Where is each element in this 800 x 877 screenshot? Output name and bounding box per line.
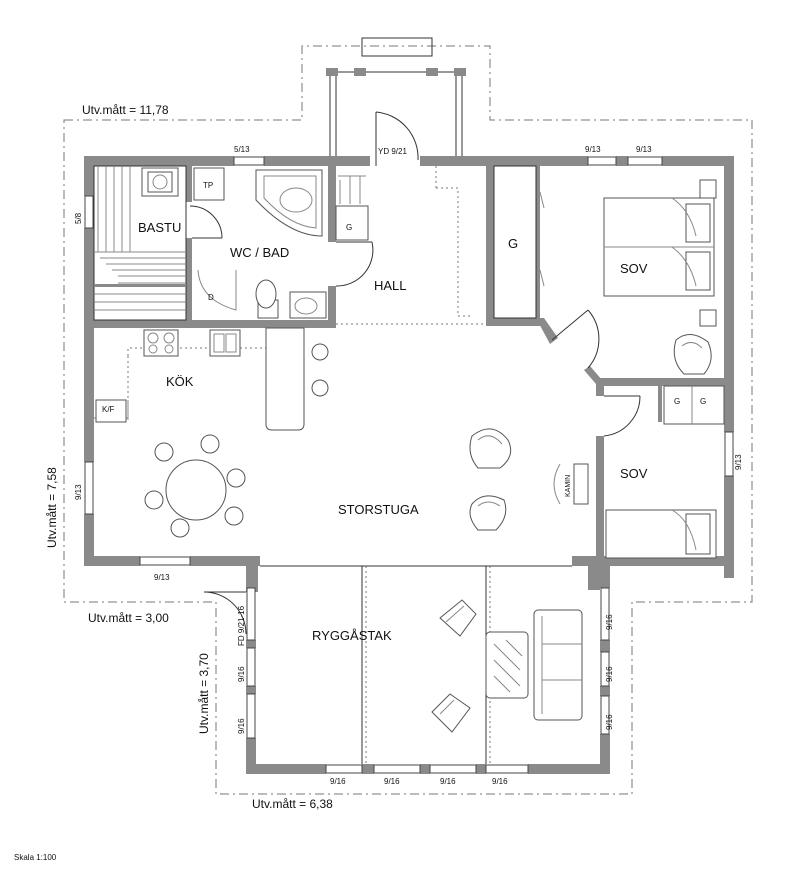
label-w-porch-r2: 9/16 [605, 666, 614, 682]
sauna-benches [93, 165, 187, 321]
dim-left-height: Utv.mått = 7,58 [45, 467, 59, 548]
room-label-hall: HALL [374, 278, 407, 293]
bedroom-2-furniture [605, 385, 725, 559]
roof-outline [63, 45, 753, 795]
room-label-sov-2: SOV [620, 466, 648, 481]
label-w-porch-l2: 9/16 [237, 718, 246, 734]
label-w-porch-b4: 9/16 [492, 777, 508, 786]
label-w-bastu-top: 5/13 [234, 145, 250, 154]
label-w-stuga-left: 9/13 [74, 484, 83, 500]
label-g-hall: G [508, 236, 518, 251]
room-label-storstuga: STORSTUGA [338, 502, 419, 517]
dim-porch-depth: Utv.mått = 3,70 [197, 653, 211, 734]
label-w-porch-l1: 9/16 [237, 666, 246, 682]
room-label-sov-1: SOV [620, 261, 648, 276]
bedroom-1-furniture [603, 179, 717, 375]
entry-canopy [329, 71, 463, 156]
windows [84, 156, 734, 774]
living-room-furniture [469, 428, 589, 531]
label-kf: K/F [102, 405, 115, 414]
dining-set [144, 434, 246, 538]
room-label-ryggastak: RYGGÅSTAK [312, 628, 392, 643]
label-w-bastu-left: 5/8 [74, 212, 83, 224]
label-w-porch-r1: 9/16 [605, 614, 614, 630]
label-w-sov1-a: 9/13 [585, 145, 601, 154]
entry-steps [361, 37, 433, 57]
label-kamin: KAMIN [565, 475, 572, 497]
label-d: D [208, 293, 214, 302]
label-w-porch-b2: 9/16 [384, 777, 400, 786]
label-w-porch-b1: 9/16 [330, 777, 346, 786]
bathroom-fixtures [193, 167, 369, 319]
scale-label: Skala 1:100 [14, 853, 57, 862]
label-g-sov-b: G [700, 397, 706, 406]
label-w-sov1-b: 9/13 [636, 145, 652, 154]
porch-furniture [431, 599, 583, 733]
room-label-kok: KÖK [166, 374, 194, 389]
wardrobe-hall [493, 165, 545, 319]
dim-porch-width: Utv.mått = 6,38 [252, 797, 333, 811]
dim-porch-offset: Utv.mått = 3,00 [88, 611, 169, 625]
label-w-porch-b3: 9/16 [440, 777, 456, 786]
label-w-sov2-right: 9/13 [734, 454, 743, 470]
label-g-wc: G [346, 223, 352, 232]
room-label-bastu: BASTU [138, 220, 181, 235]
room-label-wc-bad: WC / BAD [230, 245, 289, 260]
label-w-stuga-bottom: 9/13 [154, 573, 170, 582]
label-door-entry: YD 9/21 [378, 147, 407, 156]
dim-top-width: Utv.mått = 11,78 [82, 103, 169, 117]
label-w-porch-r3: 9/16 [605, 714, 614, 730]
label-door-porch: FD 9/21-16 [237, 605, 246, 646]
label-g-sov-a: G [674, 397, 680, 406]
label-tp: TP [203, 181, 213, 190]
kitchen-furniture [94, 327, 329, 431]
